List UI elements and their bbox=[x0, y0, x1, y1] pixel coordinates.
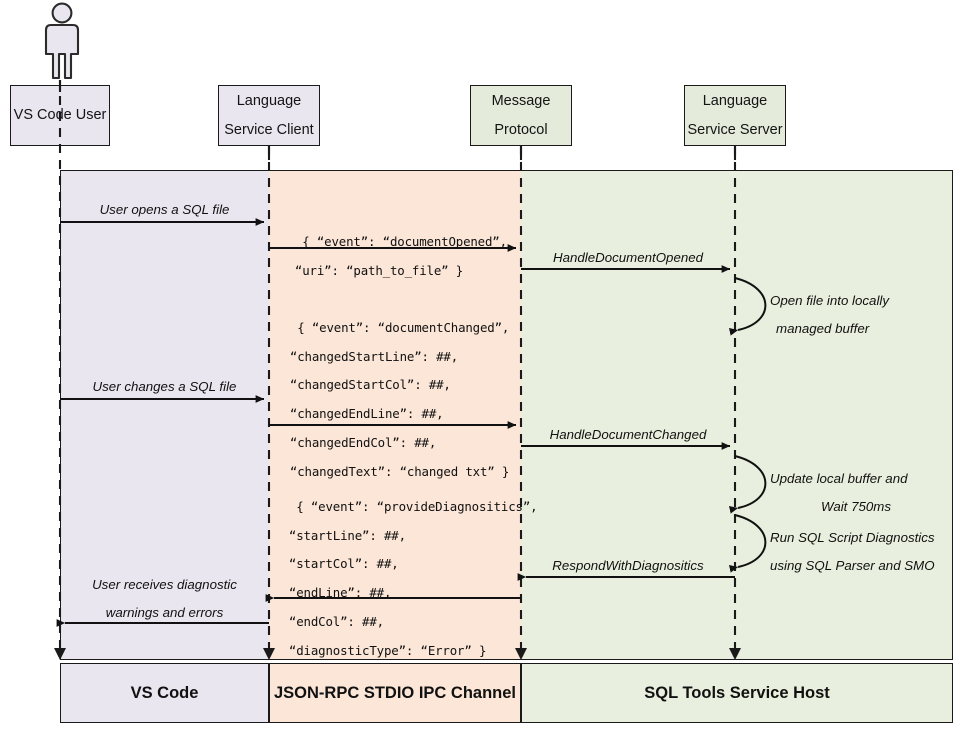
footer-label: JSON-RPC STDIO IPC Channel bbox=[273, 683, 517, 702]
note-line2: Wait 750ms bbox=[821, 499, 891, 515]
json-payload-document-changed: { “event”: “documentChanged”, “changedSt… bbox=[268, 285, 509, 515]
label-user-opens-sql-file: User opens a SQL file bbox=[60, 199, 269, 221]
label-handle-document-changed: HandleDocumentChanged bbox=[521, 424, 735, 446]
note-run-sql-script-diagnostics: Run SQL Script Diagnostics using SQL Par… bbox=[770, 524, 960, 580]
json-text: { “event”: “provideDiagnositics”, “start… bbox=[288, 498, 538, 658]
person-icon bbox=[44, 2, 80, 80]
swimband-sql-tools-service bbox=[521, 170, 953, 660]
note-update-local-buffer: Update local buffer and Wait 750ms bbox=[770, 465, 960, 521]
note-open-file-into-buffer: Open file into locally managed buffer bbox=[770, 287, 962, 343]
lifeline-title-line1: Message bbox=[491, 93, 551, 110]
lifeline-header-language-service-client[interactable]: Language Service Client bbox=[218, 85, 320, 146]
vs-code-user-actor bbox=[36, 2, 88, 80]
swimband-ipc-channel bbox=[269, 170, 521, 660]
footer-vs-code[interactable]: VS Code bbox=[60, 663, 269, 723]
label-handle-document-opened: HandleDocumentOpened bbox=[521, 247, 735, 269]
lifeline-title-line2: Service Server bbox=[687, 121, 783, 138]
lifeline-header-language-service-server[interactable]: Language Service Server bbox=[684, 85, 786, 146]
lifeline-title-line1: Language bbox=[702, 93, 768, 110]
footer-label: VS Code bbox=[130, 683, 199, 702]
json-payload-document-opened: { “event”: “documentOpened”, “uri”: “pat… bbox=[273, 199, 507, 314]
message-text: HandleDocumentChanged bbox=[549, 427, 707, 442]
lifeline-header-message-protocol[interactable]: Message Protocol bbox=[470, 85, 572, 146]
note-line1: Update local buffer and bbox=[770, 471, 908, 486]
footer-sql-tools-service-host[interactable]: SQL Tools Service Host bbox=[521, 663, 953, 723]
lifeline-title-line1: VS Code User bbox=[13, 107, 107, 124]
json-text: { “event”: “documentChanged”, “changedSt… bbox=[289, 319, 510, 479]
message-text: RespondWithDiagnositics bbox=[552, 558, 704, 573]
swimband-vs-code bbox=[60, 170, 269, 660]
footer-label: SQL Tools Service Host bbox=[644, 683, 830, 702]
lifeline-title-line1: Language bbox=[236, 93, 302, 110]
label-user-changes-sql-file: User changes a SQL file bbox=[60, 376, 269, 398]
footer-ipc-channel[interactable]: JSON-RPC STDIO IPC Channel bbox=[269, 663, 521, 723]
note-line1: Open file into locally bbox=[770, 293, 889, 308]
json-payload-provide-diagnositics: { “event”: “provideDiagnositics”, “start… bbox=[267, 464, 538, 694]
message-text-line1: User receives diagnostic bbox=[92, 577, 237, 592]
message-text: HandleDocumentOpened bbox=[552, 250, 704, 265]
message-text: User changes a SQL file bbox=[92, 379, 237, 394]
message-text-line2: warnings and errors bbox=[105, 604, 224, 620]
lifeline-title-line2: Service Client bbox=[224, 121, 314, 138]
message-text: User opens a SQL file bbox=[99, 202, 230, 217]
label-user-receives-diagnostics: User receives diagnostic warnings and er… bbox=[60, 571, 269, 627]
json-text: { “event”: “documentOpened”, “uri”: “pat… bbox=[294, 233, 507, 278]
note-line2: managed buffer bbox=[776, 321, 870, 337]
lifeline-header-vs-code-user[interactable]: VS Code User bbox=[10, 85, 110, 146]
note-line2: using SQL Parser and SMO bbox=[770, 558, 935, 574]
note-line1: Run SQL Script Diagnostics bbox=[770, 530, 935, 545]
lifeline-title-line2: Protocol bbox=[494, 121, 548, 138]
label-respond-with-diagnositics: RespondWithDiagnositics bbox=[521, 555, 735, 577]
